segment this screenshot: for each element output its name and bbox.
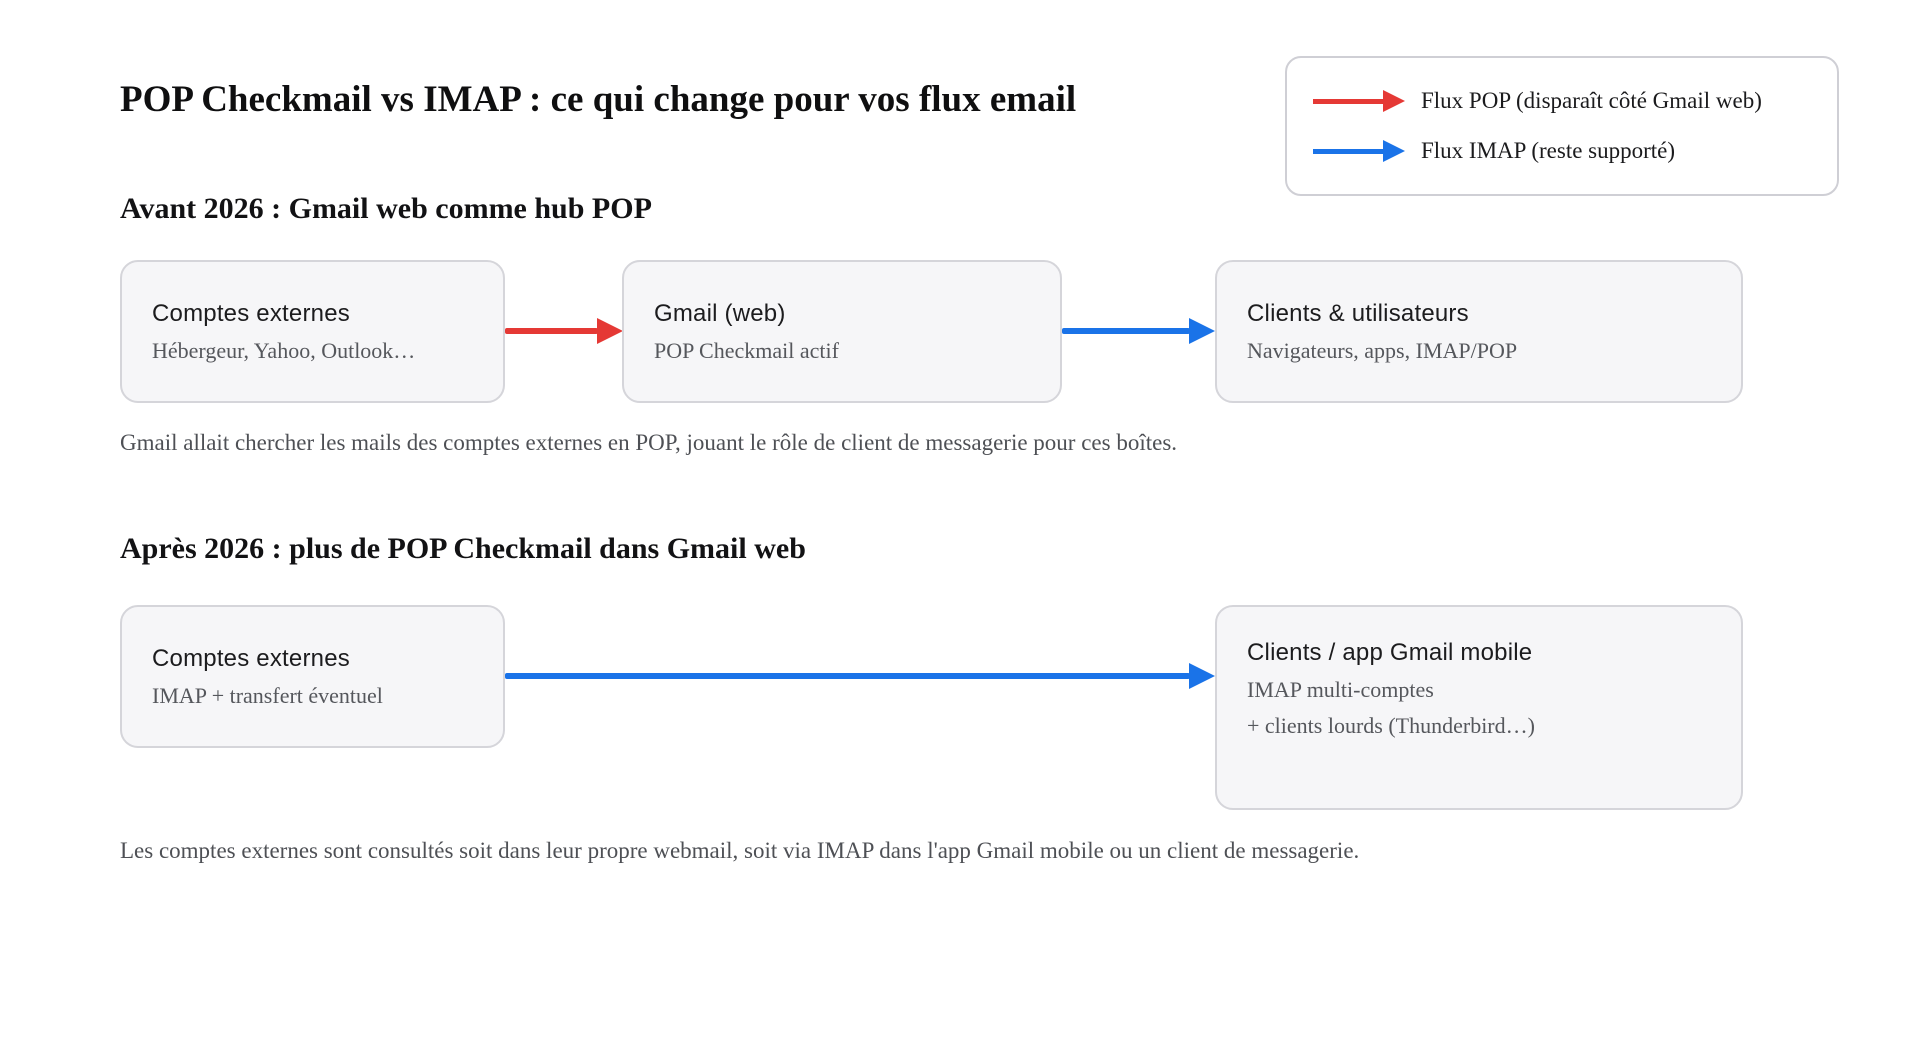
node-title: Clients & utilisateurs: [1247, 299, 1469, 327]
node-subtitle: IMAP multi-comptes: [1247, 677, 1434, 702]
node-subtitle: Navigateurs, apps, IMAP/POP: [1247, 337, 1518, 363]
node-subtitle: Hébergeur, Yahoo, Outlook…: [152, 337, 416, 363]
pop-flow-arrow-head: [597, 318, 623, 344]
legend-label-pop: Flux POP (disparaît côté Gmail web): [1421, 88, 1762, 113]
node-comptes-externes-apres: Comptes externes IMAP + transfert éventu…: [120, 605, 505, 748]
imap-flow-arrow-shaft: [505, 673, 1190, 679]
imap-flow-arrow-head: [1189, 663, 1215, 689]
legend-item-flux-imap: Flux IMAP (reste supporté): [1313, 136, 1811, 166]
node-title: Clients / app Gmail mobile: [1247, 639, 1533, 666]
legend-item-flux-pop: Flux POP (disparaît côté Gmail web): [1313, 86, 1811, 116]
node-comptes-externes: Comptes externes Hébergeur, Yahoo, Outlo…: [120, 260, 505, 403]
section-heading-avant-2026: Avant 2026 : Gmail web comme hub POP: [120, 192, 652, 225]
pop-flow-arrow: [505, 318, 623, 344]
page-title: POP Checkmail vs IMAP : ce qui change po…: [120, 79, 1077, 120]
section-heading-apres-2026: Après 2026 : plus de POP Checkmail dans …: [120, 532, 806, 565]
pop-arrow-shaft: [1313, 98, 1383, 104]
node-title: Comptes externes: [152, 299, 350, 327]
pop-arrow-icon: [1313, 90, 1405, 112]
pop-flow-arrow-shaft: [505, 328, 598, 334]
node-title: Gmail (web): [654, 299, 786, 327]
node-clients-app-gmail-mobile: Clients / app Gmail mobile IMAP multi-co…: [1215, 605, 1743, 810]
node-subtitle-2: + clients lourds (Thunderbird…): [1247, 713, 1535, 738]
imap-arrow-icon: [1313, 140, 1405, 162]
node-title: Comptes externes: [152, 644, 350, 672]
legend-label-imap: Flux IMAP (reste supporté): [1421, 138, 1676, 163]
imap-flow-arrow-long: [505, 663, 1215, 689]
imap-flow-arrow-head: [1189, 318, 1215, 344]
imap-flow-arrow: [1062, 318, 1215, 344]
imap-arrow-head: [1383, 140, 1405, 162]
pop-arrow-head: [1383, 90, 1405, 112]
legend: Flux POP (disparaît côté Gmail web) Flux…: [1285, 56, 1839, 196]
node-gmail-web: Gmail (web) POP Checkmail actif: [622, 260, 1062, 403]
node-subtitle: IMAP + transfert éventuel: [152, 682, 383, 708]
node-subtitle: POP Checkmail actif: [654, 337, 839, 363]
caption-apres-2026: Les comptes externes sont consultés soit…: [120, 838, 1360, 863]
caption-avant-2026: Gmail allait chercher les mails des comp…: [120, 430, 1178, 455]
imap-flow-arrow-shaft: [1062, 328, 1190, 334]
imap-arrow-shaft: [1313, 148, 1383, 154]
node-clients-utilisateurs: Clients & utilisateurs Navigateurs, apps…: [1215, 260, 1743, 403]
